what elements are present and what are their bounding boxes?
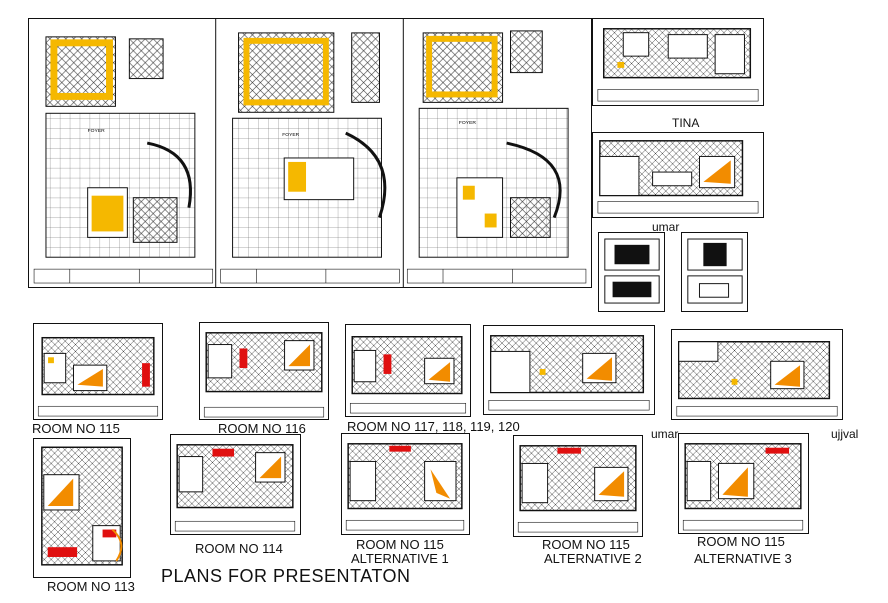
room-116-drawing bbox=[203, 332, 325, 418]
room-115-alt2-plan bbox=[513, 435, 643, 537]
room-115-alt3-plan bbox=[678, 433, 809, 534]
room-plan-mid-4 bbox=[483, 325, 655, 415]
room-115-alt2-drawing bbox=[517, 445, 639, 533]
room-115-plan bbox=[33, 323, 163, 420]
elevation-1-drawing bbox=[604, 238, 660, 304]
room-117-120-label: ROOM NO 117, 118, 119, 120 bbox=[347, 419, 520, 434]
foyer-text-2: FOYER bbox=[282, 132, 299, 138]
room-116-label: ROOM NO 116 bbox=[218, 421, 306, 436]
room-117-120-drawing bbox=[349, 336, 467, 414]
room-plan-mid-4-drawing bbox=[488, 335, 650, 411]
room-115-alt1-label-line2: ALTERNATIVE 1 bbox=[351, 551, 449, 566]
room-115-alt3-label-line2: ALTERNATIVE 3 bbox=[694, 551, 792, 566]
foyer-text-1: FOYER bbox=[88, 128, 105, 134]
room-115-alt2-label-line2: ALTERNATIVE 2 bbox=[544, 551, 642, 566]
umar-label-mid: umar bbox=[651, 427, 679, 441]
room-113-drawing bbox=[41, 446, 123, 566]
room-113-label: ROOM NO 113 bbox=[47, 579, 135, 594]
room-115-alt2-label-line1: ROOM NO 115 bbox=[542, 537, 630, 552]
ujjval-label: ujjval bbox=[831, 427, 859, 441]
tina-label: TINA bbox=[672, 116, 700, 130]
room-plan-mid-5 bbox=[671, 329, 843, 420]
room-115-alt1-drawing bbox=[345, 443, 465, 531]
floor-plans-sheet: FOYER FOYER FOYER bbox=[28, 18, 592, 288]
room-plan-tina bbox=[592, 132, 764, 218]
room-115-label: ROOM NO 115 bbox=[32, 421, 120, 436]
title-blocks bbox=[33, 268, 587, 284]
umar-label-top: umar bbox=[652, 220, 680, 234]
room-plan-top-right-drawing bbox=[597, 28, 759, 102]
room-115-alt3-drawing bbox=[682, 443, 804, 531]
room-plan-top-right bbox=[592, 18, 764, 106]
room-115-alt3-label-line1: ROOM NO 115 bbox=[697, 534, 785, 549]
room-116-plan bbox=[199, 322, 329, 420]
room-117-120-plan bbox=[345, 324, 471, 417]
room-115-alt1-plan bbox=[341, 433, 470, 535]
room-114-drawing bbox=[174, 444, 296, 532]
room-114-label: ROOM NO 114 bbox=[195, 541, 283, 556]
elevation-2 bbox=[681, 232, 748, 312]
page-title: PLANS FOR PRESENTATON bbox=[161, 566, 411, 586]
room-115-alt1-label-line1: ROOM NO 115 bbox=[356, 537, 444, 552]
elevation-2-drawing bbox=[687, 238, 743, 304]
elevation-1 bbox=[598, 232, 665, 312]
room-115-drawing bbox=[37, 336, 159, 417]
room-113-plan bbox=[33, 438, 131, 578]
foyer-text-3: FOYER bbox=[459, 120, 476, 126]
room-114-plan bbox=[170, 434, 301, 535]
floor-plan-2: FOYER bbox=[232, 32, 387, 258]
floor-plan-1: FOYER bbox=[45, 36, 196, 258]
room-plan-tina-drawing bbox=[597, 140, 759, 214]
floor-plan-3: FOYER bbox=[418, 30, 569, 258]
room-plan-mid-5-drawing bbox=[676, 341, 838, 417]
floor-plans-drawing: FOYER FOYER FOYER bbox=[33, 19, 587, 287]
